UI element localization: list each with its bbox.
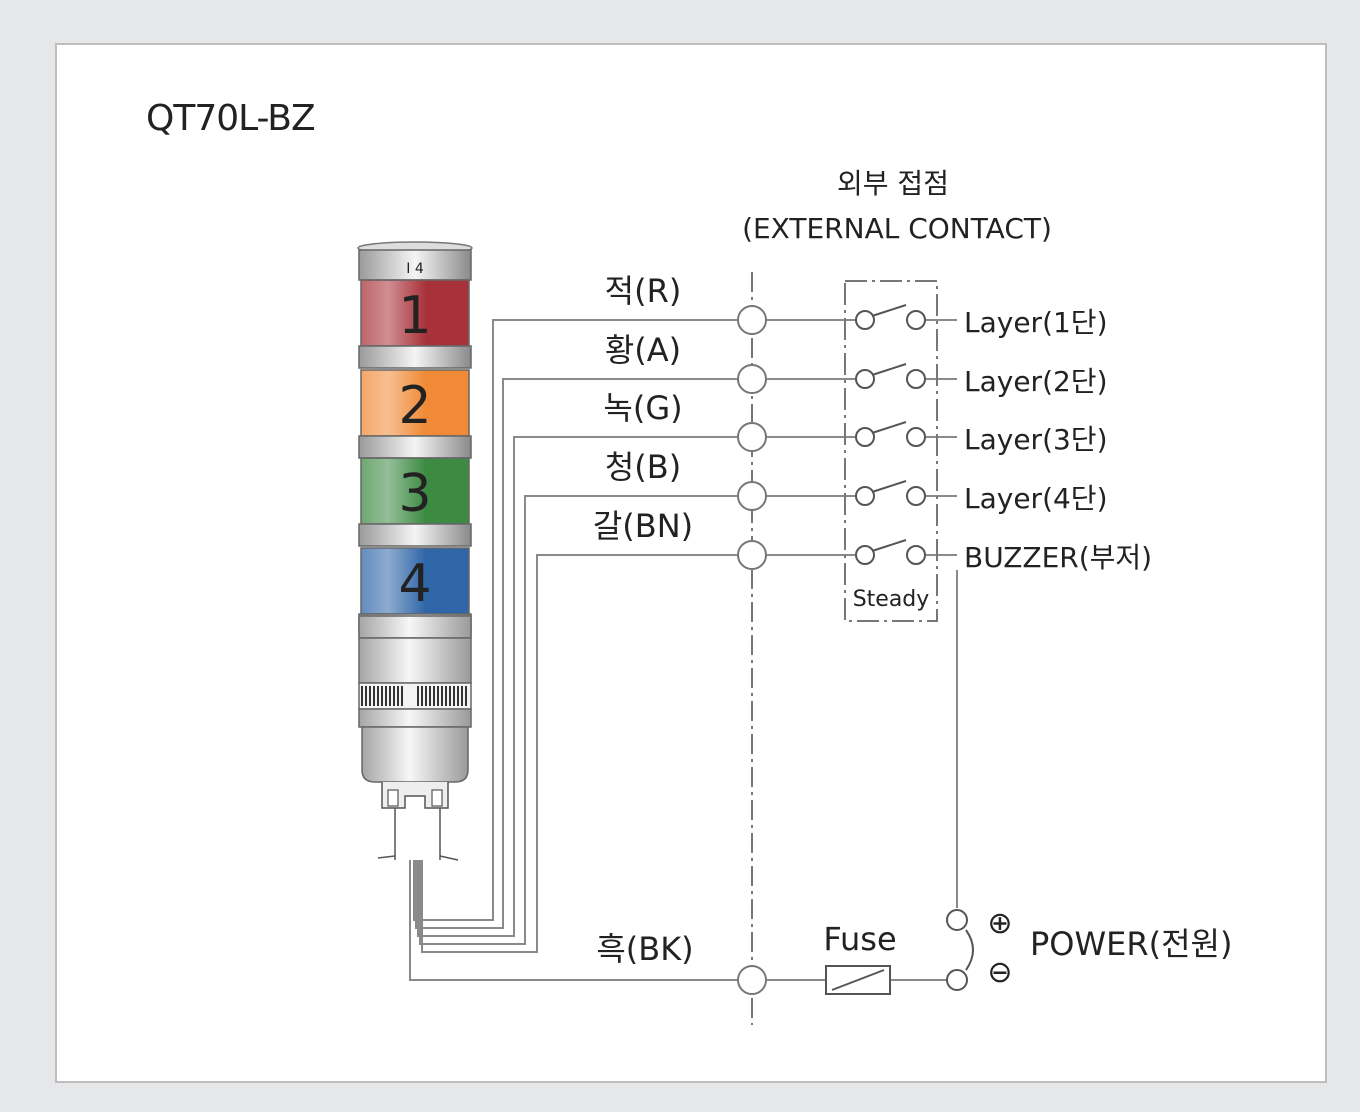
- terminal-0: [737, 305, 767, 335]
- power-minus-terminal: [946, 969, 968, 991]
- terminal-1: [737, 364, 767, 394]
- fuse: [825, 965, 891, 995]
- tower-tier-2: 2: [358, 369, 472, 459]
- power-plus-terminal: [946, 909, 968, 931]
- tier-number: 4: [398, 554, 431, 614]
- power-label: POWER(전원): [1030, 925, 1232, 963]
- svg-text:I 4: I 4: [406, 261, 424, 277]
- tier-separator: [358, 523, 472, 547]
- tier-separator: [358, 435, 472, 459]
- output-label: Layer(1단): [964, 306, 1108, 339]
- contact-switch: [855, 421, 926, 447]
- tower-tier-1: 1: [358, 279, 472, 369]
- tier-number: 3: [398, 464, 431, 524]
- contact-switch: [855, 363, 926, 389]
- minus-icon: ⊖: [987, 955, 1012, 990]
- output-label: BUZZER(부저): [964, 541, 1152, 574]
- tower-tier-3: 3: [358, 457, 472, 547]
- wire-label: 갈(BN): [593, 507, 693, 545]
- contact-switch: [855, 304, 926, 330]
- wire-0: [413, 319, 738, 921]
- wire-3: [419, 495, 738, 945]
- wire-label: 황(A): [605, 331, 681, 369]
- tower-base: [358, 637, 472, 684]
- tier-number: 2: [398, 376, 431, 436]
- model-title: QT70L-BZ: [146, 98, 316, 139]
- steady-label: Steady: [853, 587, 930, 612]
- steady-contact-box: [844, 280, 938, 622]
- diagram-panel: [55, 43, 1327, 1083]
- wire-label: 청(B): [605, 448, 681, 486]
- common-terminal: [737, 965, 767, 995]
- output-label: Layer(3단): [964, 423, 1108, 456]
- signal-tower: I 4 1 2 3 4: [357, 241, 473, 861]
- wire-label: 녹(G): [603, 389, 682, 427]
- wire-bundle: [413, 319, 957, 953]
- contact-switch: [855, 539, 926, 565]
- contact-switches: [737, 304, 926, 570]
- output-label: Layer(2단): [964, 365, 1108, 398]
- terminal-3: [737, 481, 767, 511]
- terminal-2: [737, 422, 767, 452]
- common-wire-label: 흑(BK): [596, 930, 693, 968]
- output-label: Layer(4단): [964, 482, 1108, 515]
- external-contact-english: (EXTERNAL CONTACT): [742, 212, 1052, 245]
- wire-1: [415, 378, 738, 929]
- external-contact-korean: 외부 접점: [837, 167, 949, 200]
- terminal-4: [737, 540, 767, 570]
- contact-switch: [855, 480, 926, 506]
- wire-label: 적(R): [605, 272, 682, 310]
- plus-icon: ⊕: [987, 906, 1012, 941]
- fuse-label: Fuse: [823, 920, 896, 958]
- wire-2: [417, 436, 738, 937]
- tier-number: 1: [398, 286, 431, 346]
- wire-4: [421, 554, 738, 953]
- tier-separator: [358, 345, 472, 369]
